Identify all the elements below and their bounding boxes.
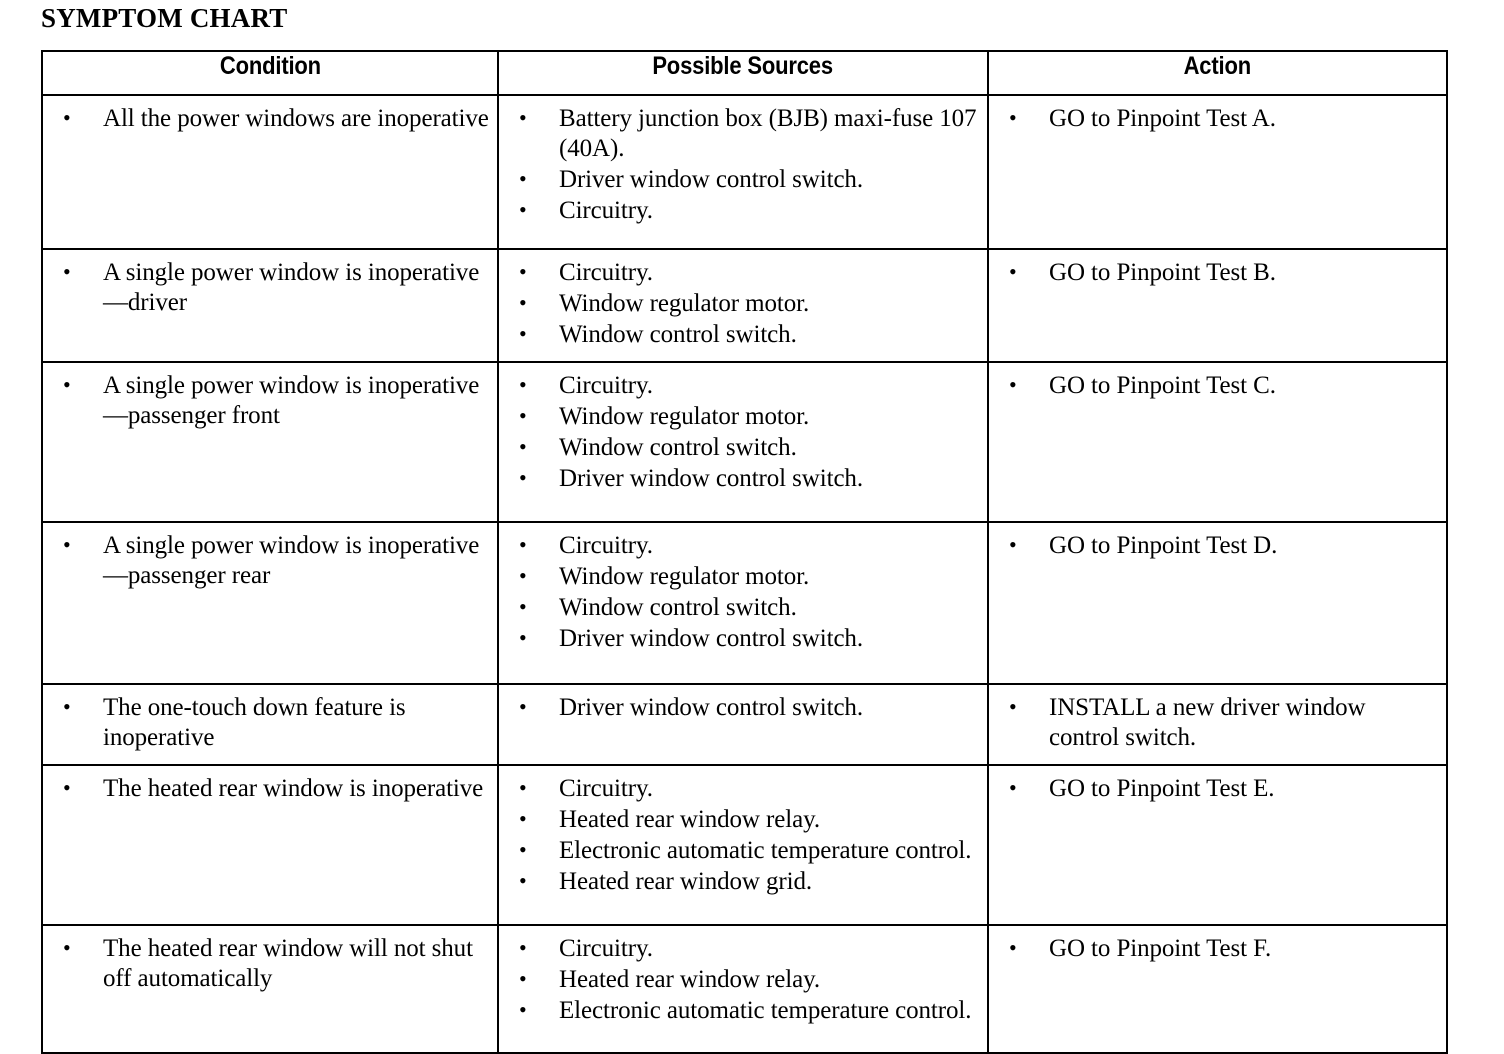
column-header-condition-label: Condition [219, 52, 321, 80]
sources-list: Battery junction box (BJB) maxi-fuse 107… [505, 103, 981, 226]
page-title: SYMPTOM CHART [41, 3, 288, 33]
condition-list: A single power window is inoperative—pas… [49, 370, 491, 431]
column-header-sources: Possible Sources [497, 50, 989, 96]
action-list: GO to Pinpoint Test B. [995, 257, 1440, 288]
table-body: All the power windows are inoperative Ba… [41, 94, 1448, 1054]
table-row: The one-touch down feature is inoperativ… [41, 683, 1448, 766]
list-item: GO to Pinpoint Test D. [995, 530, 1440, 561]
list-item: Driver window control switch. [505, 623, 981, 654]
condition-list: A single power window is inoperative—dri… [49, 257, 491, 318]
condition-list: The heated rear window will not shut off… [49, 933, 491, 994]
symptom-chart-table: Condition Possible Sources Action All th… [41, 50, 1448, 1054]
column-header-sources-label: Possible Sources [652, 52, 834, 80]
condition-list: All the power windows are inoperative [49, 103, 491, 134]
table-row: A single power window is inoperative—pas… [41, 521, 1448, 685]
sources-cell: Circuitry. Heated rear window relay. Ele… [497, 764, 989, 926]
list-item: A single power window is inoperative—dri… [49, 257, 491, 318]
list-item: Heated rear window grid. [505, 866, 981, 897]
action-cell: INSTALL a new driver window control swit… [987, 683, 1448, 766]
sources-cell: Circuitry. Window regulator motor. Windo… [497, 521, 989, 685]
action-list: GO to Pinpoint Test A. [995, 103, 1440, 134]
action-list: INSTALL a new driver window control swit… [995, 692, 1440, 753]
table-row: All the power windows are inoperative Ba… [41, 94, 1448, 250]
list-item: Heated rear window relay. [505, 804, 981, 835]
sources-cell: Driver window control switch. [497, 683, 989, 766]
condition-cell: All the power windows are inoperative [41, 94, 499, 250]
sources-cell: Circuitry. Window regulator motor. Windo… [497, 361, 989, 523]
list-item: Window control switch. [505, 319, 981, 350]
table-row: The heated rear window is inoperative Ci… [41, 764, 1448, 926]
column-header-action: Action [987, 50, 1448, 96]
list-item: GO to Pinpoint Test E. [995, 773, 1440, 804]
list-item: Battery junction box (BJB) maxi-fuse 107… [505, 103, 981, 164]
condition-cell: The heated rear window will not shut off… [41, 924, 499, 1054]
table-row: A single power window is inoperative—dri… [41, 248, 1448, 363]
list-item: Window regulator motor. [505, 401, 981, 432]
condition-cell: The heated rear window is inoperative [41, 764, 499, 926]
action-list: GO to Pinpoint Test F. [995, 933, 1440, 964]
table-row: A single power window is inoperative—pas… [41, 361, 1448, 523]
sources-list: Circuitry. Window regulator motor. Windo… [505, 257, 981, 350]
list-item: The heated rear window is inoperative [49, 773, 491, 804]
list-item: Window control switch. [505, 592, 981, 623]
list-item: Window regulator motor. [505, 561, 981, 592]
list-item: Window regulator motor. [505, 288, 981, 319]
list-item: Heated rear window relay. [505, 964, 981, 995]
list-item: Driver window control switch. [505, 164, 981, 195]
sources-list: Driver window control switch. [505, 692, 981, 723]
list-item: All the power windows are inoperative [49, 103, 491, 134]
sources-cell: Circuitry. Window regulator motor. Windo… [497, 248, 989, 363]
list-item: The one-touch down feature is inoperativ… [49, 692, 491, 753]
list-item: Window control switch. [505, 432, 981, 463]
list-item: GO to Pinpoint Test A. [995, 103, 1440, 134]
list-item: Circuitry. [505, 257, 981, 288]
action-cell: GO to Pinpoint Test F. [987, 924, 1448, 1054]
sources-cell: Circuitry. Heated rear window relay. Ele… [497, 924, 989, 1054]
sources-list: Circuitry. Heated rear window relay. Ele… [505, 933, 981, 1026]
list-item: Circuitry. [505, 933, 981, 964]
action-cell: GO to Pinpoint Test A. [987, 94, 1448, 250]
condition-list: A single power window is inoperative—pas… [49, 530, 491, 591]
list-item: Circuitry. [505, 530, 981, 561]
condition-cell: A single power window is inoperative—pas… [41, 361, 499, 523]
action-cell: GO to Pinpoint Test D. [987, 521, 1448, 685]
action-list: GO to Pinpoint Test D. [995, 530, 1440, 561]
sources-list: Circuitry. Window regulator motor. Windo… [505, 530, 981, 654]
action-cell: GO to Pinpoint Test C. [987, 361, 1448, 523]
condition-list: The one-touch down feature is inoperativ… [49, 692, 491, 753]
table-header-row: Condition Possible Sources Action [41, 50, 1448, 96]
list-item: A single power window is inoperative—pas… [49, 530, 491, 591]
list-item: Driver window control switch. [505, 692, 981, 723]
action-cell: GO to Pinpoint Test B. [987, 248, 1448, 363]
column-header-condition: Condition [41, 50, 499, 96]
action-list: GO to Pinpoint Test E. [995, 773, 1440, 804]
action-cell: GO to Pinpoint Test E. [987, 764, 1448, 926]
sources-list: Circuitry. Heated rear window relay. Ele… [505, 773, 981, 897]
sources-cell: Battery junction box (BJB) maxi-fuse 107… [497, 94, 989, 250]
list-item: The heated rear window will not shut off… [49, 933, 491, 994]
condition-list: The heated rear window is inoperative [49, 773, 491, 804]
condition-cell: A single power window is inoperative—pas… [41, 521, 499, 685]
list-item: GO to Pinpoint Test F. [995, 933, 1440, 964]
condition-cell: The one-touch down feature is inoperativ… [41, 683, 499, 766]
list-item: Electronic automatic temperature control… [505, 995, 981, 1026]
condition-cell: A single power window is inoperative—dri… [41, 248, 499, 363]
list-item: Driver window control switch. [505, 463, 981, 494]
action-list: GO to Pinpoint Test C. [995, 370, 1440, 401]
list-item: A single power window is inoperative—pas… [49, 370, 491, 431]
list-item: Circuitry. [505, 195, 981, 226]
list-item: INSTALL a new driver window control swit… [995, 692, 1440, 753]
list-item: Electronic automatic temperature control… [505, 835, 981, 866]
list-item: Circuitry. [505, 773, 981, 804]
list-item: GO to Pinpoint Test C. [995, 370, 1440, 401]
table-header: Condition Possible Sources Action [41, 50, 1448, 96]
table-row: The heated rear window will not shut off… [41, 924, 1448, 1054]
list-item: Circuitry. [505, 370, 981, 401]
column-header-action-label: Action [1183, 52, 1252, 80]
list-item: GO to Pinpoint Test B. [995, 257, 1440, 288]
sources-list: Circuitry. Window regulator motor. Windo… [505, 370, 981, 494]
